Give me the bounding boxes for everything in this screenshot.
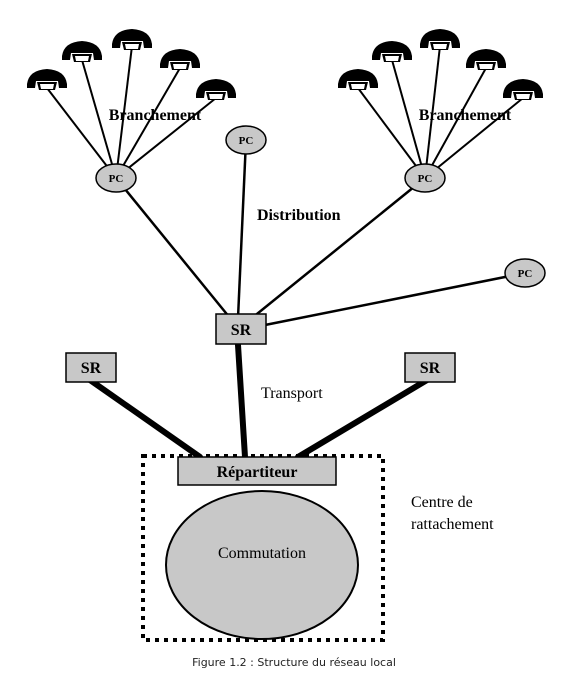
commutation-node: Commutation	[165, 490, 359, 640]
sr-label: SR	[420, 360, 441, 377]
pc-node-top: PC	[225, 125, 267, 155]
telephone-icon	[62, 41, 102, 62]
telephone-icon	[27, 69, 67, 90]
telephone-icon	[160, 49, 200, 70]
distribution-label: Distribution	[257, 207, 341, 224]
transport-lines	[87, 342, 430, 460]
figure-caption: Figure 1.2 : Structure du réseau local	[192, 656, 396, 669]
sr-node-right: SR	[404, 352, 456, 383]
sr-node-center: SR	[215, 313, 267, 345]
branchement-left-label: Branchement	[109, 107, 202, 124]
telephone-icon	[112, 29, 152, 50]
pc-label: PC	[418, 173, 433, 185]
sr-label: SR	[231, 322, 252, 339]
pc-label: PC	[239, 135, 254, 147]
centre-label-line1: Centre de	[411, 494, 473, 511]
pc-label: PC	[109, 173, 124, 185]
distribution-lines	[115, 139, 526, 327]
commutation-label: Commutation	[218, 545, 306, 562]
telephone-icon	[196, 79, 236, 100]
sr-node-left: SR	[65, 352, 117, 383]
sr-label: SR	[81, 360, 102, 377]
repartiteur-label: Répartiteur	[217, 464, 298, 481]
right-branch-lines	[357, 45, 524, 179]
left-branch-lines	[46, 45, 217, 179]
repartiteur-node: Répartiteur	[177, 456, 337, 486]
telephone-icon	[372, 41, 412, 62]
right-phones	[338, 29, 543, 100]
centre-label-line2: rattachement	[411, 516, 494, 533]
telephone-icon	[503, 79, 543, 100]
telephone-icon	[420, 29, 460, 50]
transport-label: Transport	[261, 385, 323, 402]
centre-boundary	[141, 454, 385, 642]
pc-node-left: PC	[95, 163, 137, 193]
left-phones	[27, 29, 236, 100]
telephone-icon	[466, 49, 506, 70]
branchement-right-label: Branchement	[419, 107, 512, 124]
telephone-icon	[338, 69, 378, 90]
pc-label: PC	[518, 268, 533, 280]
pc-node-far-right: PC	[504, 258, 546, 288]
pc-node-right: PC	[404, 163, 446, 193]
